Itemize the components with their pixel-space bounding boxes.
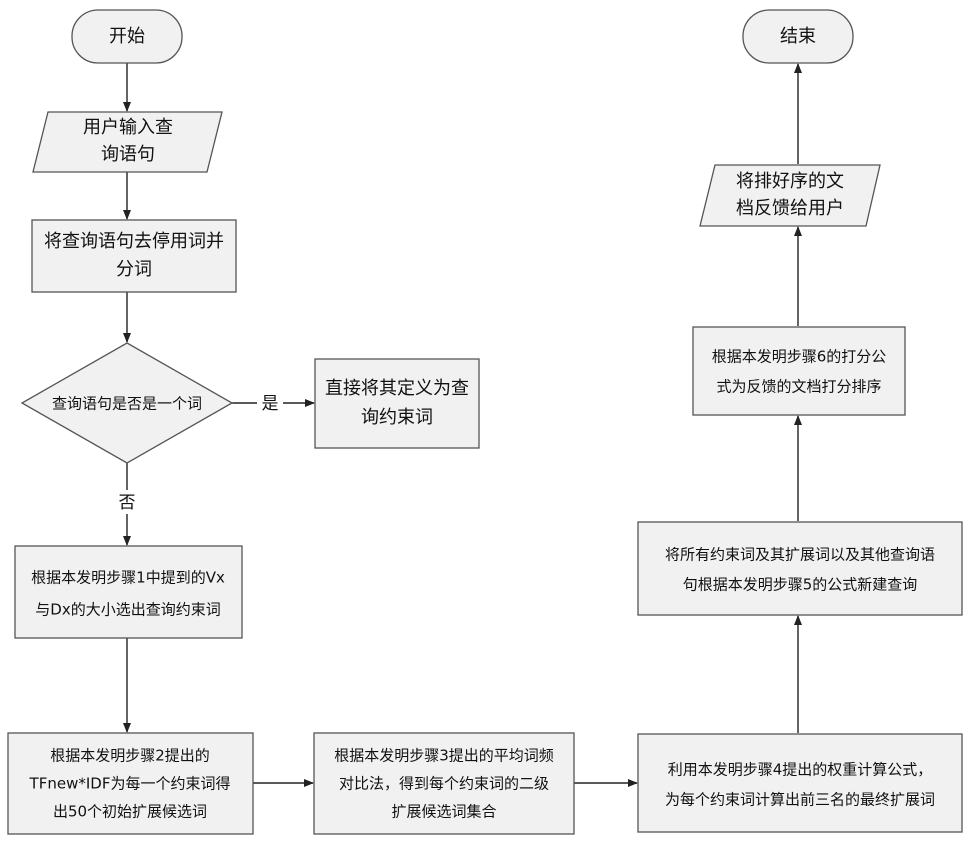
svg-text:式为反馈的文档打分排序: 式为反馈的文档打分排序: [716, 378, 881, 396]
svg-text:根据本发明步骤6的打分公: 根据本发明步骤6的打分公: [712, 348, 887, 366]
step3-node: 根据本发明步骤3提出的平均词频 对比法，得到每个约束词的二级 扩展候选词集合: [314, 733, 574, 834]
edge-label-no: 否: [119, 493, 136, 513]
svg-text:句根据本发明步骤5的公式新建查询: 句根据本发明步骤5的公式新建查询: [683, 576, 918, 594]
svg-text:询语句: 询语句: [101, 144, 155, 165]
preprocess-node: 将查询语句去停用词并 分词: [32, 220, 236, 292]
svg-text:直接将其定义为查: 直接将其定义为查: [325, 378, 469, 399]
svg-text:对比法，得到每个约束词的二级: 对比法，得到每个约束词的二级: [339, 775, 549, 793]
svg-text:根据本发明步骤2提出的: 根据本发明步骤2提出的: [50, 747, 210, 765]
svg-text:将所有约束词及其扩展词以及其他查询语: 将所有约束词及其扩展词以及其他查询语: [665, 546, 935, 564]
svg-text:TFnew*IDF为每一个约束词得: TFnew*IDF为每一个约束词得: [29, 775, 231, 793]
start-node: 开始: [72, 10, 182, 63]
svg-text:为每个约束词计算出前三名的最终扩展词: 为每个约束词计算出前三名的最终扩展词: [665, 791, 935, 809]
svg-text:结束: 结束: [780, 26, 816, 47]
step5-node: 将所有约束词及其扩展词以及其他查询语 句根据本发明步骤5的公式新建查询: [638, 522, 962, 615]
end-node: 结束: [743, 10, 853, 63]
decision-node: 查询语句是否是一个词: [22, 343, 232, 463]
svg-text:出50个初始扩展候选词: 出50个初始扩展候选词: [53, 803, 207, 821]
svg-text:档反馈给用户: 档反馈给用户: [736, 198, 844, 219]
step2-node: 根据本发明步骤2提出的 TFnew*IDF为每一个约束词得 出50个初始扩展候选…: [8, 733, 253, 834]
edge-label-yes: 是: [262, 394, 279, 414]
svg-text:开始: 开始: [109, 26, 145, 47]
select-node: 根据本发明步骤1中提到的Vx 与Dx的大小选出查询约束词: [15, 546, 242, 638]
svg-text:询约束词: 询约束词: [361, 407, 433, 428]
svg-text:与Dx的大小选出查询约束词: 与Dx的大小选出查询约束词: [35, 601, 220, 619]
svg-text:将排好序的文: 将排好序的文: [736, 171, 844, 192]
step4-node: 利用本发明步骤4提出的权重计算公式， 为每个约束词计算出前三名的最终扩展词: [638, 734, 962, 832]
svg-text:用户输入查: 用户输入查: [83, 117, 173, 138]
svg-text:扩展候选词集合: 扩展候选词集合: [391, 803, 496, 821]
svg-text:根据本发明步骤3提出的平均词频: 根据本发明步骤3提出的平均词频: [334, 747, 554, 765]
svg-text:根据本发明步骤1中提到的Vx: 根据本发明步骤1中提到的Vx: [31, 569, 225, 587]
svg-text:分词: 分词: [116, 259, 152, 280]
output-node: 将排好序的文 档反馈给用户: [700, 165, 880, 226]
direct-node: 直接将其定义为查 询约束词: [315, 359, 479, 448]
input-node: 用户输入查 询语句: [33, 112, 222, 172]
step6-node: 根据本发明步骤6的打分公 式为反馈的文档打分排序: [693, 327, 905, 415]
svg-text:将查询语句去停用词并: 将查询语句去停用词并: [44, 231, 224, 252]
svg-text:查询语句是否是一个词: 查询语句是否是一个词: [52, 395, 202, 413]
svg-text:利用本发明步骤4提出的权重计算公式，: 利用本发明步骤4提出的权重计算公式，: [668, 761, 933, 779]
